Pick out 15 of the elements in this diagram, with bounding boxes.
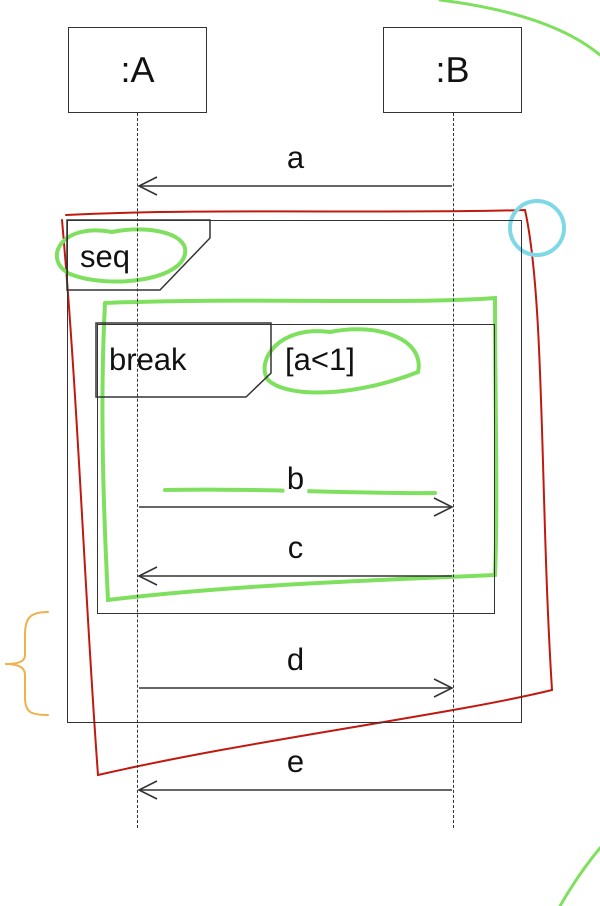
- combined-fragment-frame: [67, 220, 522, 723]
- lifeline-head-box: [383, 27, 522, 113]
- message-arrow: [138, 780, 452, 800]
- message-arrow: [138, 566, 452, 586]
- message-arrow: [138, 176, 452, 196]
- guard-condition: [a<1]: [285, 344, 355, 375]
- message-arrow: [139, 497, 453, 517]
- lifeline: [453, 113, 455, 828]
- fragment-operator: break: [109, 344, 187, 375]
- fragment-operator: seq: [80, 241, 130, 272]
- message-arrow: [139, 678, 453, 698]
- lifeline-name: :A: [120, 52, 154, 88]
- lifeline-name: :B: [436, 52, 470, 88]
- lifeline-head-box: [68, 27, 207, 113]
- lifeline: [137, 113, 139, 828]
